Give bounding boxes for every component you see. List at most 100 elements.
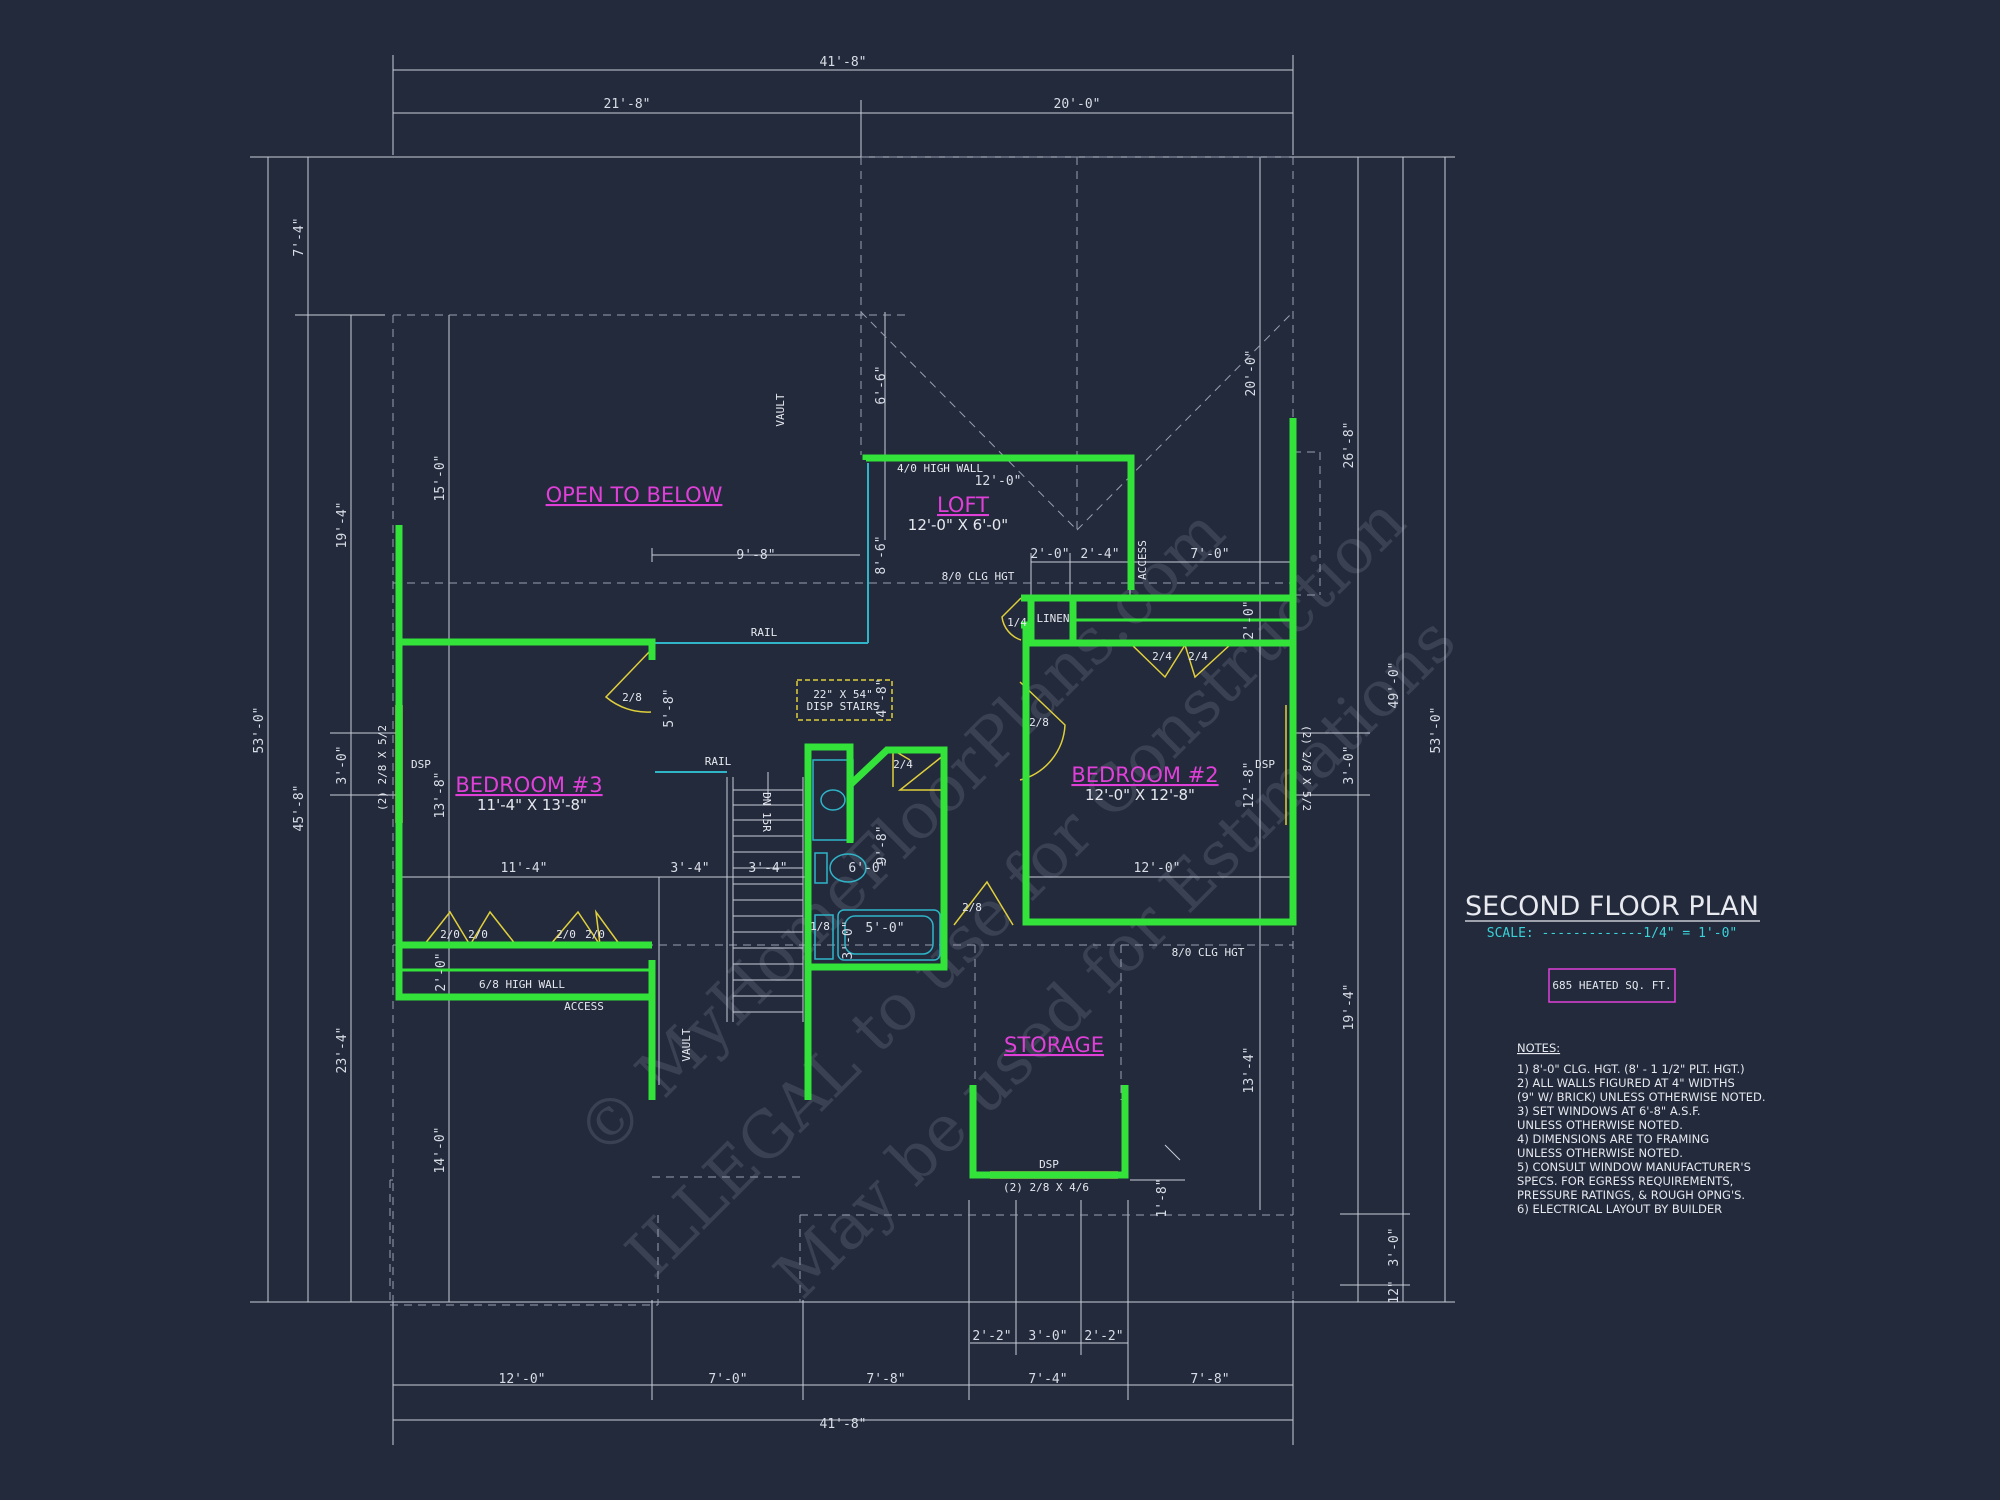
dim-right-268: 26'-8" (1342, 422, 1357, 469)
dim-right-total: 53'-0" (1429, 707, 1444, 754)
note-line: SPECS. FOR EGRESS REQUIREMENTS, (1517, 1174, 1733, 1188)
dim-18: 1'-8" (1155, 1178, 1170, 1217)
dim-right-194: 19'-4" (1342, 984, 1357, 1031)
note-line: 1) 8'-0" CLG. HGT. (8' - 1 1/2" PLT. HGT… (1517, 1062, 1745, 1076)
dim-134: 13'-4" (1242, 1047, 1257, 1094)
room-bedroom-3-size: 11'-4" X 13'-8" (477, 796, 587, 814)
note-line: 4) DIMENSIONS ARE TO FRAMING (1517, 1132, 1709, 1146)
room-bedroom-3: BEDROOM #3 (455, 773, 602, 797)
dim-top-total: 41'-8" (820, 55, 867, 70)
label-rail-2: RAIL (705, 755, 732, 768)
heated-area-box (1548, 968, 1676, 1003)
room-loft: LOFT (937, 493, 989, 517)
dim-bottom-5: 7'-8" (1190, 1372, 1229, 1387)
plan-scale: SCALE: -------------1/4" = 1'-0" (1487, 926, 1737, 941)
label-high-wall-top: 4/0 HIGH WALL (897, 462, 983, 475)
rails (655, 463, 869, 773)
dim-left-top: 7'-4" (292, 217, 307, 256)
label-door-28c: 2/8 (962, 901, 982, 914)
note-line: 3) SET WINDOWS AT 6'-8" A.S.F. (1517, 1104, 1701, 1118)
note-line: 2) ALL WALLS FIGURED AT 4" WIDTHS (1517, 1076, 1735, 1090)
dim-left-mid: 45'-8" (292, 785, 307, 832)
dim-34b: 3'-4" (748, 861, 787, 876)
label-window-2: (2) 2/8 X 5/2 (1300, 725, 1313, 811)
note-line: (9" W/ BRICK) UNLESS OTHERWISE NOTED. (1517, 1090, 1766, 1104)
label-dn: DN 15R (760, 792, 773, 832)
dim-150: 15'-0" (433, 455, 448, 502)
dim-bottom-1: 12'-0" (499, 1372, 546, 1387)
room-storage: STORAGE (1004, 1033, 1104, 1057)
label-access-2: ACCESS (564, 1000, 604, 1013)
label-door-18: 1/8 (810, 920, 830, 933)
label-dsp-3: DSP (1039, 1158, 1059, 1171)
dim-58: 5'-8" (662, 688, 677, 727)
notes-list: 1) 8'-0" CLG. HGT. (8' - 1 1/2" PLT. HGT… (1517, 1062, 1766, 1216)
label-dsp-2: DSP (1255, 758, 1275, 771)
dim-left-193: 19'-4" (335, 502, 350, 549)
label-dsp-1: DSP (411, 758, 431, 771)
dim-60: 6'-0" (848, 861, 887, 876)
label-vault-2: VAULT (680, 1028, 693, 1061)
label-high-wall-bottom: 6/8 HIGH WALL (479, 978, 565, 991)
stairs (726, 772, 804, 1022)
walls (395, 418, 1297, 1179)
dim-34a: 3'-4" (670, 861, 709, 876)
label-door-28b: 2/8 (1029, 716, 1049, 729)
label-door-210b: 2/0 (468, 928, 488, 941)
label-vault-1: VAULT (774, 393, 787, 426)
dim-bottom-2: 7'-0" (708, 1372, 747, 1387)
dim-right-30b: 3'-0" (1387, 1227, 1402, 1266)
notes-heading: NOTES: (1517, 1041, 1560, 1055)
dim-bottom-sub-1: 2'-2" (972, 1329, 1011, 1344)
label-door-210a: 2/0 (440, 928, 460, 941)
dim-138: 13'-8" (433, 772, 448, 819)
dim-24: 2'-4" (1080, 547, 1119, 562)
label-disp-stairs-2: DISP STAIRS (807, 700, 880, 713)
note-line: 5) CONSULT WINDOW MANUFACTURER'S (1517, 1160, 1751, 1174)
dim-140: 14'-0" (433, 1127, 448, 1174)
room-open-to-below: OPEN TO BELOW (546, 483, 723, 507)
dim-right-490: 49'-0" (1387, 662, 1402, 709)
label-door-24c: 2/4 (893, 758, 913, 771)
dim-50: 5'-0" (865, 921, 904, 936)
dim-20: 2'-0" (1030, 547, 1069, 562)
dim-48: 4'-8" (875, 678, 890, 717)
label-clg-hgt-1: 8/0 CLG HGT (942, 570, 1015, 583)
note-line: UNLESS OTHERWISE NOTED. (1517, 1118, 1683, 1132)
label-rail-1: RAIL (751, 626, 778, 639)
note-line: 6) ELECTRICAL LAYOUT BY BUILDER (1517, 1202, 1722, 1216)
watermark-line-2: ILLEGAL to use for Construction (613, 484, 1421, 1292)
label-door-210d: 2/0 (585, 928, 605, 941)
label-door-210c: 2/0 (556, 928, 576, 941)
note-line: UNLESS OTHERWISE NOTED. (1517, 1146, 1683, 1160)
dim-20b: 2'-0" (434, 952, 449, 991)
room-bedroom-2-size: 12'-0" X 12'-8" (1085, 786, 1195, 804)
label-window-3: (2) 2/8 X 4/6 (1003, 1181, 1089, 1194)
label-door-24b: 2/4 (1188, 650, 1208, 663)
label-disp-stairs-1: 22" X 54" (813, 688, 873, 701)
heated-area: 685 HEATED SQ. FT. (1552, 979, 1671, 992)
dim-120-bed2: 12'-0" (1134, 861, 1181, 876)
dim-right-30: 3'-0" (1342, 745, 1357, 784)
dim-right-12: 12" (1387, 1280, 1402, 1303)
dim-bottom-sub-2: 3'-0" (1028, 1329, 1067, 1344)
label-window-1: (2) 2/8 X 5/2 (376, 725, 389, 811)
dim-bottom-total: 41'-8" (820, 1417, 867, 1432)
dim-114: 11'-4" (501, 861, 548, 876)
label-door-24a: 2/4 (1152, 650, 1172, 663)
dim-98: 9'-8" (736, 548, 775, 563)
dim-bottom-3: 7'-8" (866, 1372, 905, 1387)
dim-right-200: 20'-0" (1244, 350, 1259, 397)
dim-66: 6'-6" (874, 365, 889, 404)
dim-30-r: 3'-0" (841, 920, 856, 959)
dim-left-total: 53'-0" (252, 707, 267, 754)
label-access-1: ACCESS (1136, 540, 1149, 580)
label-door-28a: 2/8 (622, 691, 642, 704)
dim-bottom-sub-3: 2'-2" (1084, 1329, 1123, 1344)
dimension-lines (250, 55, 1455, 1445)
dim-top-right: 20'-0" (1054, 97, 1101, 112)
dim-left-30: 3'-0" (335, 745, 350, 784)
label-clg-hgt-2: 8/0 CLG HGT (1172, 946, 1245, 959)
dim-120-loft: 12'-0" (975, 474, 1022, 489)
